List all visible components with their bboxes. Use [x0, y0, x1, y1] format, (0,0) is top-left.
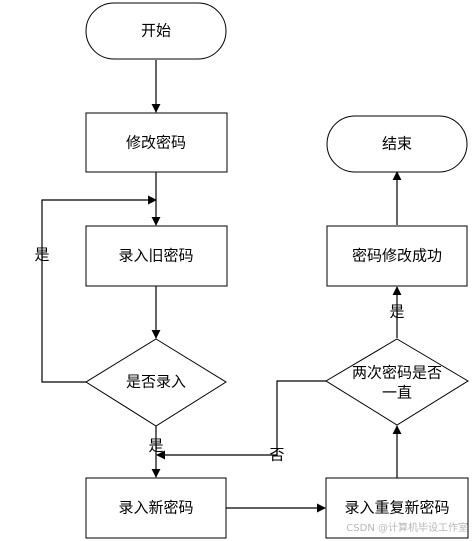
edge-loop-back	[41, 195, 157, 383]
node-modify-password: 修改密码	[85, 112, 228, 173]
enter-old-password-label: 录入旧密码	[118, 247, 193, 265]
entered-check-label: 是否录入	[126, 373, 186, 391]
node-end: 结束	[326, 115, 468, 173]
consistent-check-label-line2: 一直	[382, 384, 412, 402]
enter-new-password-label: 录入新密码	[118, 499, 193, 517]
success-box	[326, 225, 468, 287]
consistent-check-diamond	[325, 338, 469, 426]
modify-password-box	[85, 112, 228, 173]
edge-consistent-no	[156, 380, 326, 460]
success-label: 密码修改成功	[352, 247, 442, 265]
consistent-check-label-line1: 两次密码是否	[352, 364, 442, 382]
consistent-yes-label: 是	[389, 303, 404, 321]
node-reenter-new-password: 录入重复新密码	[325, 477, 469, 539]
modify-password-label: 修改密码	[126, 134, 186, 152]
node-enter-old-password: 录入旧密码	[85, 225, 228, 287]
enter-old-password-box	[85, 225, 228, 287]
node-consistent-check: 两次密码是否 一直	[325, 338, 469, 426]
entered-yes-label: 是	[148, 437, 163, 455]
watermark-text: CSDN @计算机毕设工作室	[346, 521, 468, 534]
node-enter-new-password: 录入新密码	[85, 477, 227, 539]
node-entered-check: 是否录入	[85, 338, 227, 427]
end-terminator-shape	[326, 115, 468, 173]
connectors	[41, 60, 402, 513]
entered-check-diamond	[85, 338, 227, 427]
end-label: 结束	[382, 135, 412, 153]
consistent-no-label: 否	[269, 446, 284, 464]
start-terminator-shape	[85, 2, 227, 60]
node-start: 开始	[85, 2, 227, 60]
loop-yes-label: 是	[34, 246, 49, 264]
enter-new-password-box	[85, 477, 227, 539]
reenter-new-password-box	[325, 477, 469, 539]
reenter-new-password-label: 录入重复新密码	[344, 499, 449, 517]
node-success: 密码修改成功	[326, 225, 468, 287]
start-label: 开始	[141, 22, 171, 40]
